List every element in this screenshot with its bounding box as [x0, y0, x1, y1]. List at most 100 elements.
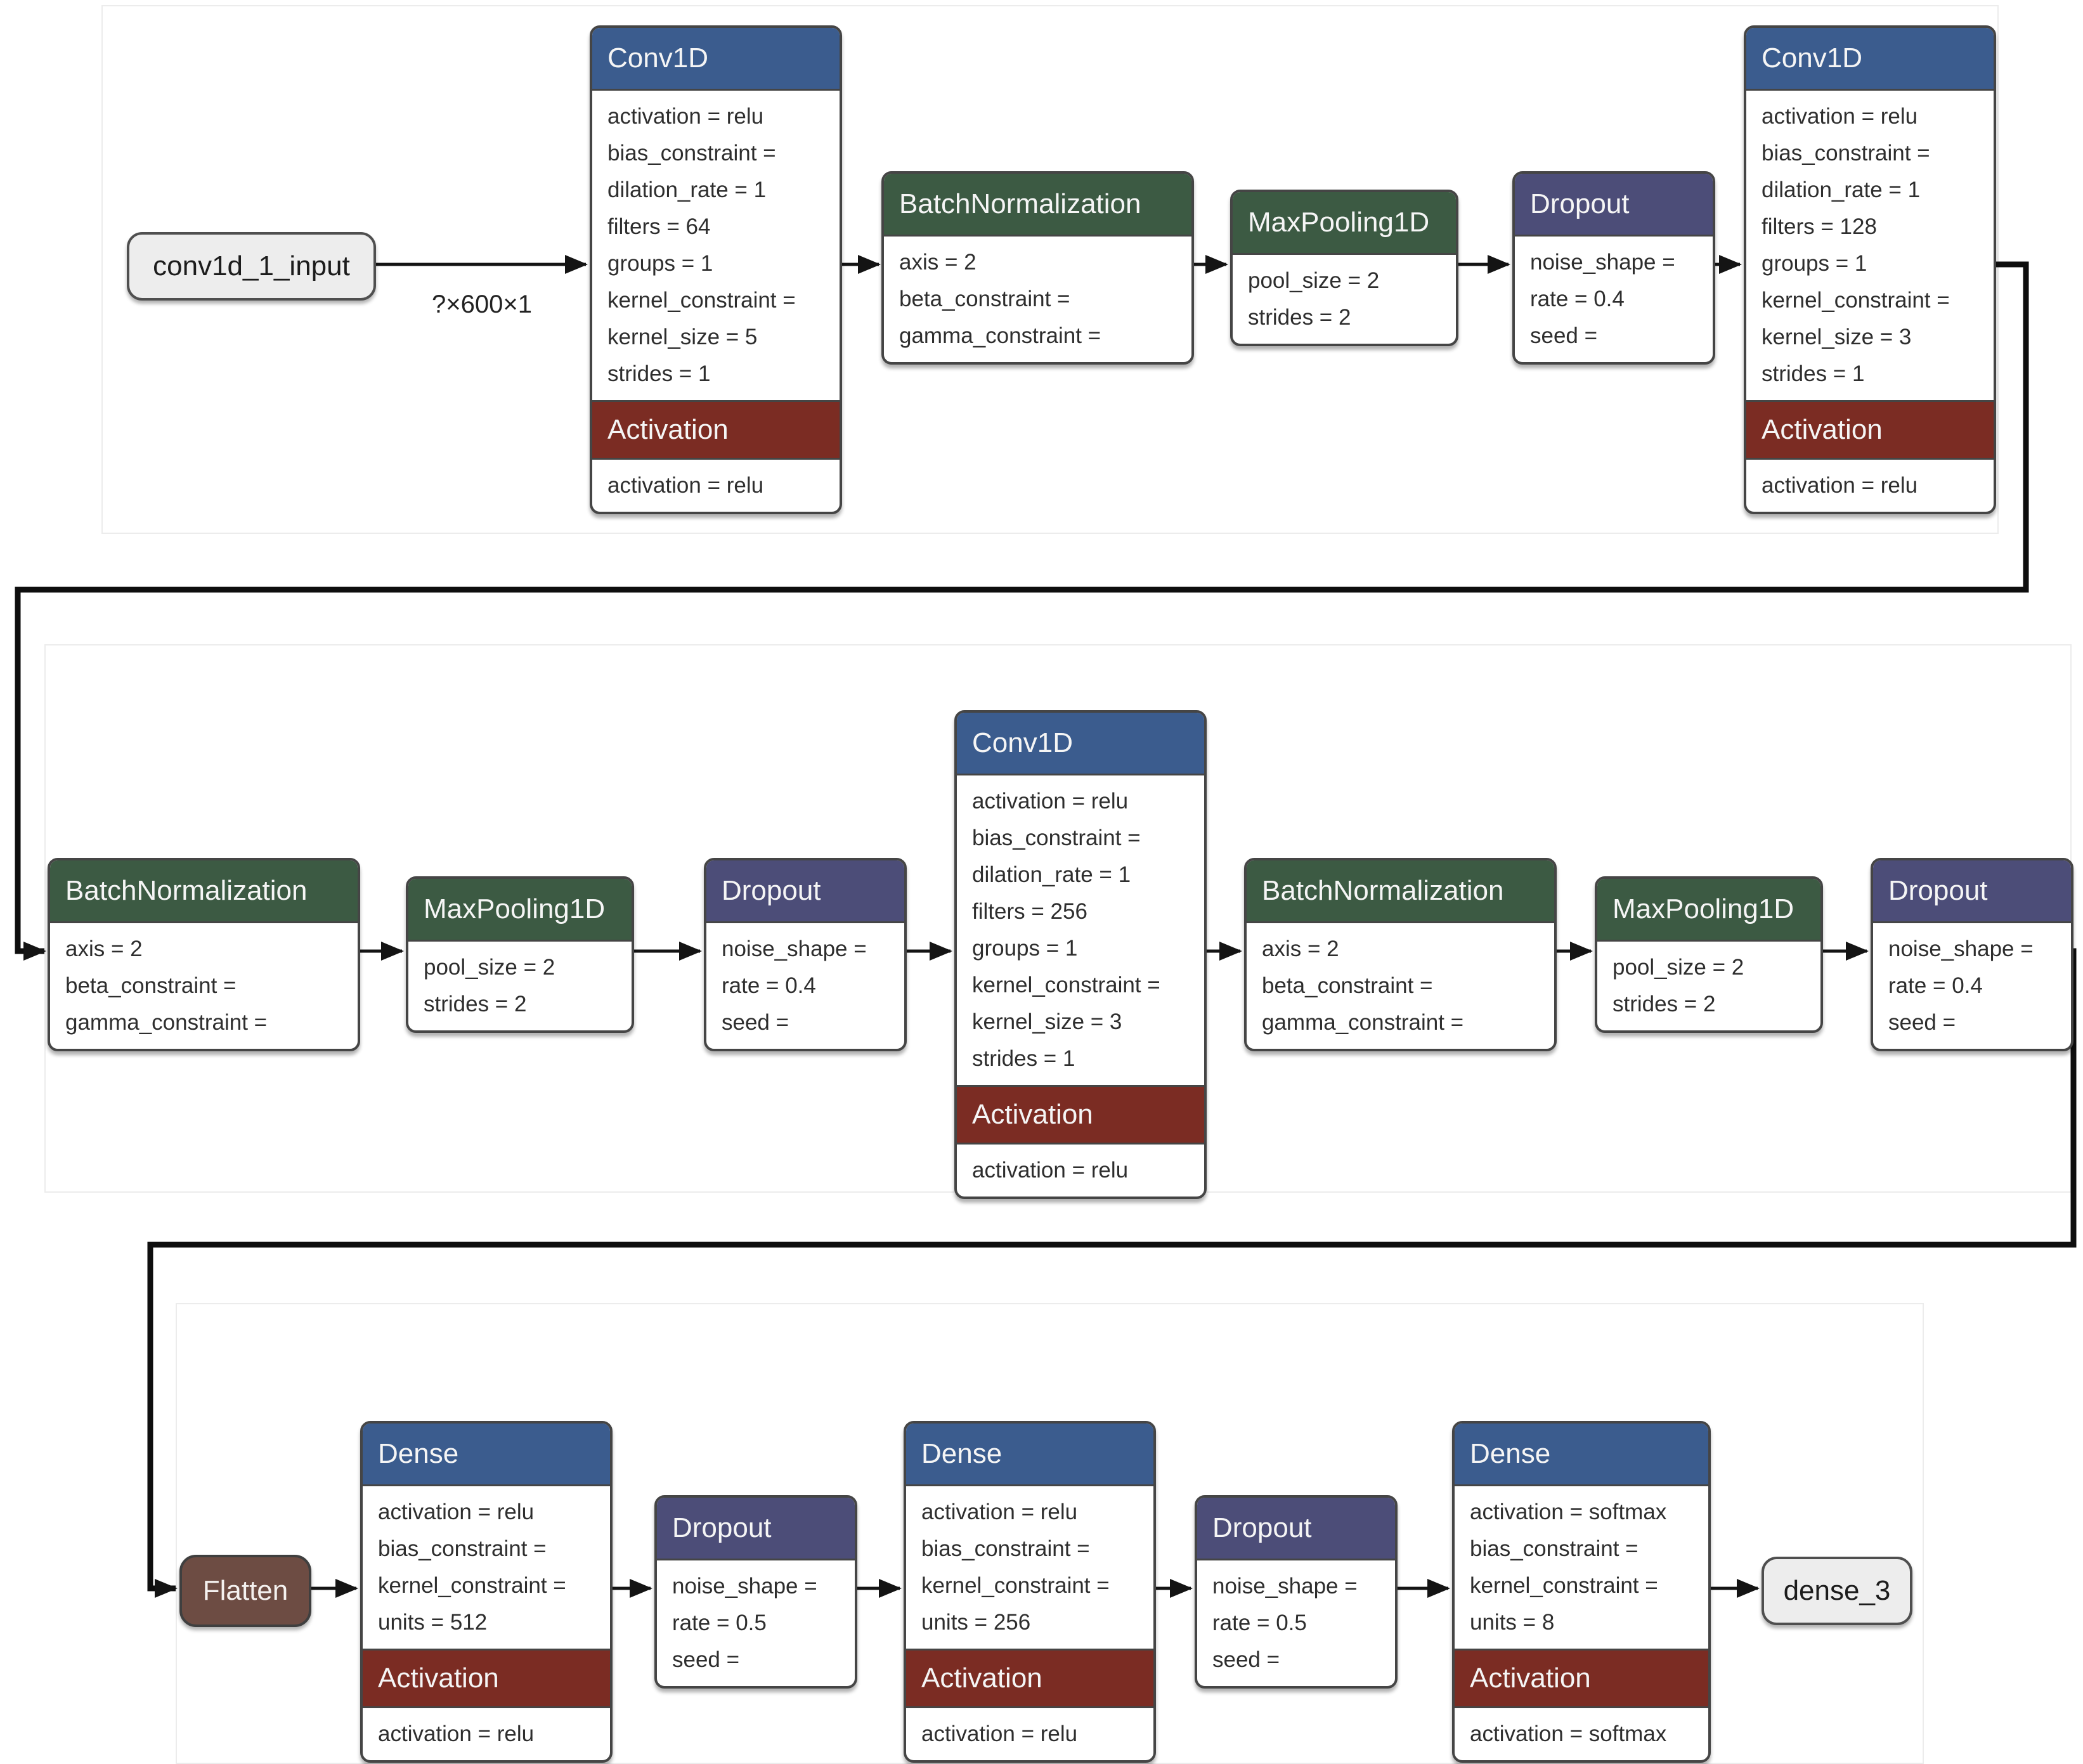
layer-params: noise_shape = rate = 0.4 seed = [706, 923, 904, 1049]
output-node-label: dense_3 [1783, 1575, 1891, 1606]
param-line: groups = 1 [972, 936, 1078, 961]
activation-params: activation = relu [1746, 460, 1994, 512]
param-line: groups = 1 [1762, 251, 1867, 276]
flatten-label: Flatten [202, 1575, 289, 1606]
activation-subheader: Activation [957, 1085, 1204, 1145]
activation-params: activation = softmax [1455, 1708, 1708, 1760]
param-line: beta_constraint = [65, 973, 237, 998]
param-line: seed = [672, 1647, 740, 1672]
layer-header-dropout: Dropout [706, 860, 904, 923]
layer-maxpool-2: MaxPooling1D pool_size = 2 strides = 2 [406, 876, 634, 1033]
layer-params: activation = relu bias_constraint = dila… [1746, 91, 1994, 400]
param-line: activation = softmax [1470, 1500, 1667, 1524]
param-line: bias_constraint = [921, 1536, 1090, 1561]
layer-conv1d-3: Conv1D activation = relu bias_constraint… [954, 710, 1207, 1199]
param-line: strides = 1 [1762, 361, 1865, 386]
activation-subheader: Activation [1455, 1649, 1708, 1708]
param-line: pool_size = 2 [1248, 268, 1380, 293]
layer-header-maxpool: MaxPooling1D [1233, 192, 1456, 255]
param-line: pool_size = 2 [424, 955, 555, 980]
param-line: kernel_constraint = [378, 1573, 566, 1598]
layer-header-dropout: Dropout [1873, 860, 2071, 923]
param-line: beta_constraint = [899, 287, 1070, 311]
param-line: rate = 0.4 [722, 973, 816, 998]
activation-subheader: Activation [592, 400, 840, 460]
input-shape-label: ?×600×1 [432, 290, 532, 318]
layer-batchnorm-1: BatchNormalization axis = 2 beta_constra… [881, 171, 1194, 365]
layer-header-batchnorm: BatchNormalization [884, 174, 1191, 237]
param-line: rate = 0.4 [1530, 287, 1625, 311]
layer-params: noise_shape = rate = 0.4 seed = [1873, 923, 2071, 1049]
layer-header-conv1d: Conv1D [1746, 28, 1994, 91]
param-line: gamma_constraint = [1262, 1010, 1464, 1035]
param-line: noise_shape = [672, 1574, 817, 1599]
layer-params: activation = relu bias_constraint = kern… [363, 1486, 610, 1649]
activation-subheader: Activation [363, 1649, 610, 1708]
loop-connector-row1-row2 [15, 261, 2029, 961]
param-line: bias_constraint = [972, 826, 1141, 850]
param-line: rate = 0.4 [1888, 973, 1983, 998]
param-line: kernel_size = 5 [607, 325, 758, 349]
param-line: gamma_constraint = [65, 1010, 268, 1035]
param-line: rate = 0.5 [672, 1611, 767, 1635]
layer-params: activation = relu bias_constraint = dila… [592, 91, 840, 400]
param-line: bias_constraint = [607, 141, 776, 165]
layer-batchnorm-2: BatchNormalization axis = 2 beta_constra… [48, 858, 360, 1051]
layer-header-dense: Dense [906, 1424, 1153, 1486]
layer-dropout-4: Dropout noise_shape = rate = 0.5 seed = [654, 1495, 857, 1689]
input-node-label: conv1d_1_input [153, 250, 350, 282]
param-line: filters = 128 [1762, 214, 1877, 239]
layer-dropout-5: Dropout noise_shape = rate = 0.5 seed = [1195, 1495, 1398, 1689]
param-line: activation = relu [607, 104, 764, 129]
layer-params: noise_shape = rate = 0.4 seed = [1515, 237, 1713, 362]
layer-dropout-2: Dropout noise_shape = rate = 0.4 seed = [704, 858, 907, 1051]
layer-flatten: Flatten [179, 1555, 311, 1627]
output-node-dense-3: dense_3 [1762, 1557, 1912, 1625]
layer-header-dense: Dense [363, 1424, 610, 1486]
param-line: kernel_size = 3 [972, 1009, 1122, 1034]
layer-params: axis = 2 beta_constraint = gamma_constra… [884, 237, 1191, 362]
param-line: strides = 2 [424, 992, 527, 1016]
layer-params: activation = softmax bias_constraint = k… [1455, 1486, 1708, 1649]
layer-params: pool_size = 2 strides = 2 [1597, 942, 1820, 1030]
param-line: kernel_constraint = [921, 1573, 1110, 1598]
param-line: noise_shape = [1888, 937, 2034, 961]
param-line: filters = 256 [972, 899, 1087, 924]
layer-header-dropout: Dropout [657, 1498, 855, 1560]
param-line: axis = 2 [1262, 937, 1339, 961]
param-line: seed = [1530, 323, 1598, 348]
param-line: gamma_constraint = [899, 323, 1101, 348]
layer-params: activation = relu bias_constraint = dila… [957, 775, 1204, 1085]
param-line: dilation_rate = 1 [1762, 178, 1921, 202]
param-line: noise_shape = [1530, 250, 1675, 275]
activation-params: activation = relu [592, 460, 840, 512]
param-line: dilation_rate = 1 [972, 862, 1131, 887]
layer-header-dropout: Dropout [1197, 1498, 1395, 1560]
layer-params: axis = 2 beta_constraint = gamma_constra… [1247, 923, 1554, 1049]
layer-maxpool-3: MaxPooling1D pool_size = 2 strides = 2 [1595, 876, 1823, 1033]
param-line: strides = 2 [1248, 305, 1351, 330]
layer-params: pool_size = 2 strides = 2 [1233, 255, 1456, 344]
param-line: activation = relu [378, 1722, 535, 1746]
param-line: units = 256 [921, 1610, 1031, 1635]
param-line: strides = 2 [1613, 992, 1716, 1016]
param-line: units = 8 [1470, 1610, 1555, 1635]
param-line: activation = relu [972, 1158, 1129, 1183]
param-line: kernel_constraint = [1470, 1573, 1658, 1598]
param-line: activation = relu [921, 1722, 1078, 1746]
layer-header-dense: Dense [1455, 1424, 1708, 1486]
param-line: beta_constraint = [1262, 973, 1433, 998]
layer-conv1d-1: Conv1D activation = relu bias_constraint… [590, 25, 842, 514]
param-line: bias_constraint = [1762, 141, 1930, 165]
param-line: bias_constraint = [1470, 1536, 1638, 1561]
activation-subheader: Activation [1746, 400, 1994, 460]
layer-batchnorm-3: BatchNormalization axis = 2 beta_constra… [1244, 858, 1557, 1051]
layer-params: axis = 2 beta_constraint = gamma_constra… [50, 923, 358, 1049]
param-line: activation = relu [1762, 104, 1918, 129]
layer-conv1d-2: Conv1D activation = relu bias_constraint… [1744, 25, 1996, 514]
param-line: activation = relu [972, 789, 1129, 814]
activation-params: activation = relu [363, 1708, 610, 1760]
layer-params: pool_size = 2 strides = 2 [408, 942, 632, 1030]
param-line: activation = relu [1762, 473, 1918, 498]
param-line: pool_size = 2 [1613, 955, 1744, 980]
